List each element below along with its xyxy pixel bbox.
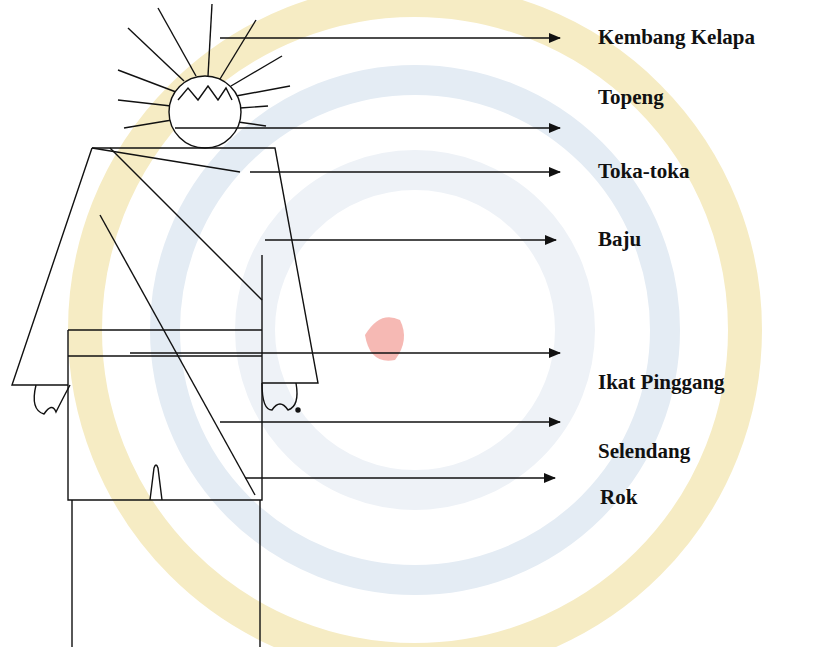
- part-label: Baju: [598, 228, 641, 251]
- part-label: Toka-toka: [598, 160, 689, 183]
- part-label: Ikat Pinggang: [598, 371, 725, 394]
- part-label: Selendang: [598, 440, 690, 463]
- part-label: Topeng: [598, 86, 664, 109]
- leader-arrows: [130, 38, 560, 478]
- costume-figure: [12, 4, 318, 647]
- part-label: Rok: [600, 486, 637, 509]
- part-label: Kembang Kelapa: [598, 26, 755, 49]
- watermark: [85, 0, 745, 647]
